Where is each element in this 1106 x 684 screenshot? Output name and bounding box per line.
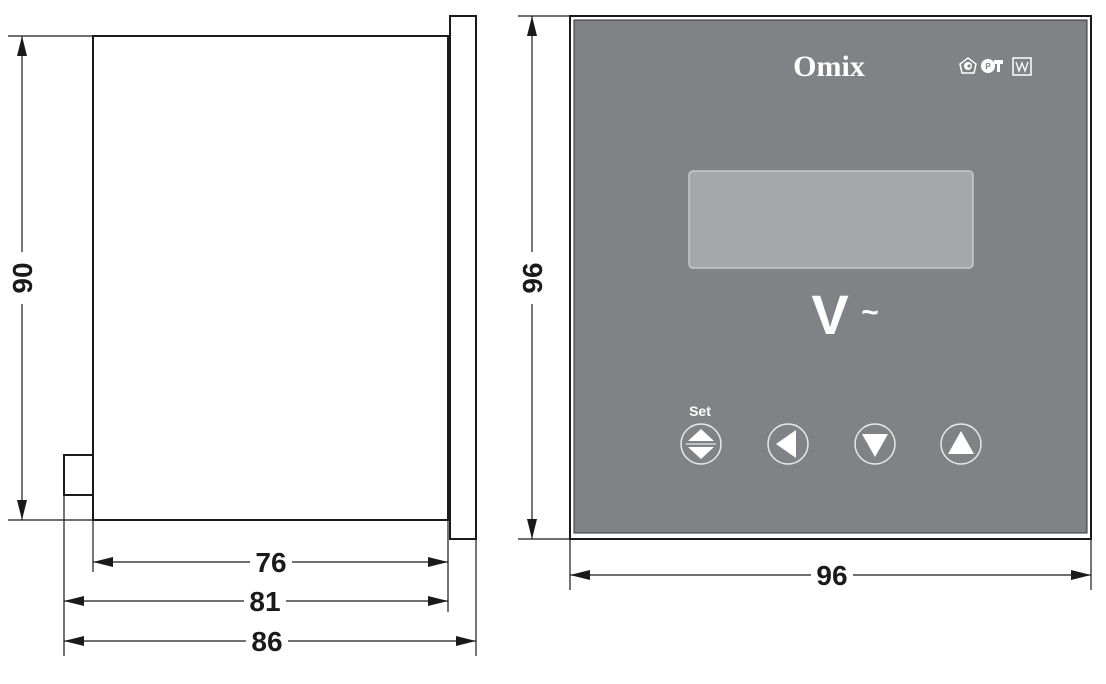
dim-label-depth-terminal: 81 xyxy=(249,586,280,617)
gost-pentagon-icon xyxy=(959,57,977,74)
unit-symbol: V xyxy=(811,283,848,346)
unit-suffix: ~ xyxy=(861,296,879,329)
front-flange-side xyxy=(449,15,477,540)
svg-text:P: P xyxy=(985,62,991,71)
down-button[interactable] xyxy=(854,423,896,465)
lcd-display xyxy=(688,170,974,269)
terminal-tab xyxy=(63,454,94,496)
left-button[interactable] xyxy=(767,423,809,465)
front-panel xyxy=(573,19,1088,534)
side-view: 90 76 81 86 xyxy=(6,15,477,657)
set-button[interactable] xyxy=(680,423,722,465)
up-button[interactable] xyxy=(940,423,982,465)
dim-label-depth-total: 86 xyxy=(251,626,282,657)
dim-label-depth-body: 76 xyxy=(255,547,286,578)
dim-label-side-height: 90 xyxy=(7,262,38,293)
set-label: Set xyxy=(689,403,711,419)
brand-logo: Omix xyxy=(793,50,865,83)
meter-body-side xyxy=(92,35,449,521)
dim-label-front-height: 96 xyxy=(517,262,548,293)
dim-label-front-width: 96 xyxy=(816,560,847,591)
rst-mark-icon: P xyxy=(981,59,1003,73)
emc-mark-icon xyxy=(1012,57,1032,76)
front-view: Omix P V ~ Set xyxy=(516,15,1092,591)
